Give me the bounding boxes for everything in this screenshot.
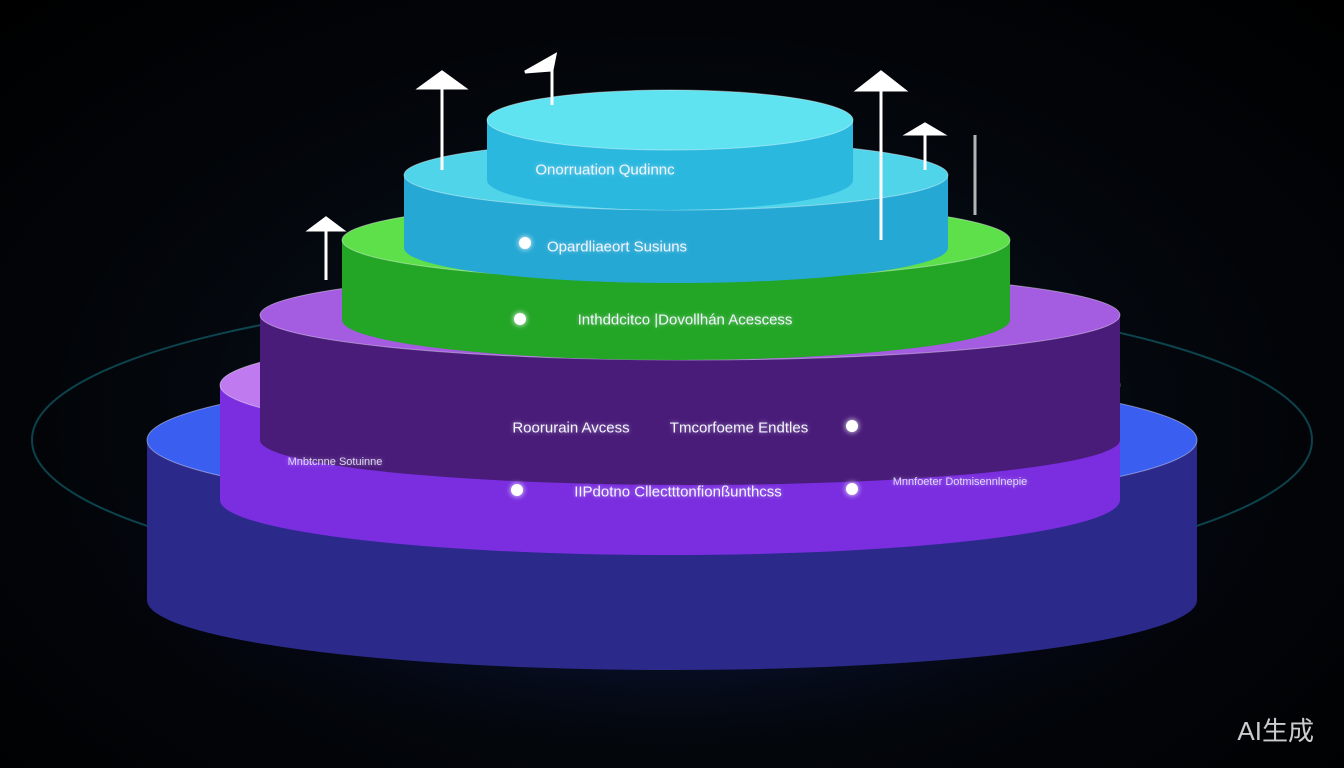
layer-label: Mnnfoeter Dotmisennlnepie bbox=[892, 476, 1028, 488]
bullet-dot-icon bbox=[514, 313, 526, 325]
bullet-dot-icon bbox=[846, 420, 858, 432]
layer-1 bbox=[486, 89, 854, 210]
layer-label: IIPdotno Cllectttonfionßunthcss bbox=[574, 483, 782, 501]
layer-top bbox=[486, 89, 854, 151]
layer-label: Inthddcitco |Dovollhán Acescess bbox=[577, 311, 793, 329]
pin-markers bbox=[305, 52, 977, 280]
bullet-dot-icon bbox=[511, 484, 523, 496]
layer-side bbox=[260, 315, 1120, 485]
layer-label: Mnbtcnne Sotuinne bbox=[287, 456, 383, 468]
layer-label: Tmcorfoeme Endtles bbox=[669, 419, 809, 437]
bullet-dot-icon bbox=[519, 237, 531, 249]
layer-label: Opardliaeort Susiuns bbox=[546, 238, 688, 256]
layer-label: Onorruation Qudinnc bbox=[535, 161, 675, 179]
ai-generated-watermark: AI生成 bbox=[1237, 716, 1314, 746]
bullet-dot-icon bbox=[846, 483, 858, 495]
layer-label: Roorurain Avcess bbox=[512, 419, 630, 437]
